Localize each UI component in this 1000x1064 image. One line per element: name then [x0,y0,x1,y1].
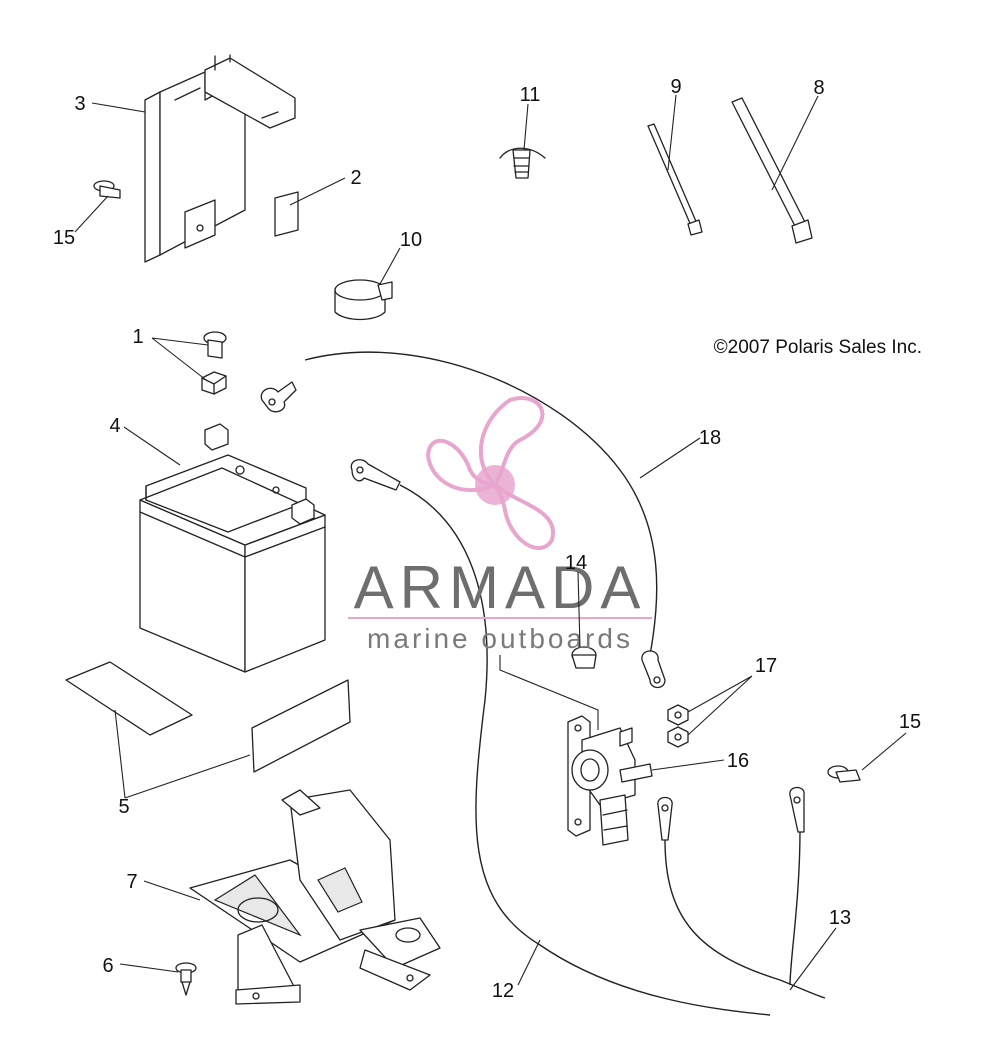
callout-3: 3 [74,93,85,115]
callout-15-top: 15 [53,227,75,249]
callout-12: 12 [492,980,514,1002]
part-5-label-right [251,679,351,773]
copyright-text: ©2007 Polaris Sales Inc. [714,337,922,358]
watermark: ARMADA marine outboards [348,396,652,654]
part-4-battery [139,423,326,673]
part-11-clip [499,147,546,179]
callout-14: 14 [565,552,587,574]
part-13-terminals [657,786,805,841]
part-5-label-left [65,661,193,736]
part-15-bolt-top [93,180,121,199]
part-14-boot [571,646,597,669]
callout-7: 7 [126,871,137,893]
callout-17: 17 [755,655,777,677]
part-8-cable-tie [731,97,813,244]
callout-18: 18 [699,427,721,449]
callout-16: 16 [727,750,749,772]
cable-13 [664,829,826,999]
callout-6: 6 [102,955,113,977]
cable-12 [399,484,771,1016]
ring-terminal-cable-18 [641,650,666,689]
ring-terminal-upper [260,381,297,413]
part-7-battery-tray [189,789,441,1005]
part-2-label [274,191,299,237]
callout-1: 1 [132,326,143,348]
part-10-terminal-cap [334,279,393,321]
part-16-solenoid [567,715,653,846]
callout-2: 2 [350,167,361,189]
callout-10: 10 [400,229,422,251]
ring-terminal-cable-12 [350,459,401,491]
callout-5: 5 [118,796,129,818]
part-1-bolt-nut [201,331,227,395]
leader-lines [74,94,907,991]
part-6-bolt [175,962,197,996]
callout-11: 11 [520,84,541,106]
cable-18 [304,351,658,656]
watermark-brand: ARMADA [354,554,647,621]
propeller-logo-icon [425,396,556,550]
part-15-bolt-right [827,765,861,783]
part-9-cable-tie [647,123,703,236]
watermark-tagline: marine outboards [367,623,633,654]
callout-8: 8 [813,77,824,99]
part-3-bracket [144,54,296,263]
callout-9: 9 [670,76,681,98]
part-17-nuts [667,704,689,748]
callout-4: 4 [109,415,120,437]
callout-15-right: 15 [899,711,921,733]
callout-13: 13 [829,907,851,929]
